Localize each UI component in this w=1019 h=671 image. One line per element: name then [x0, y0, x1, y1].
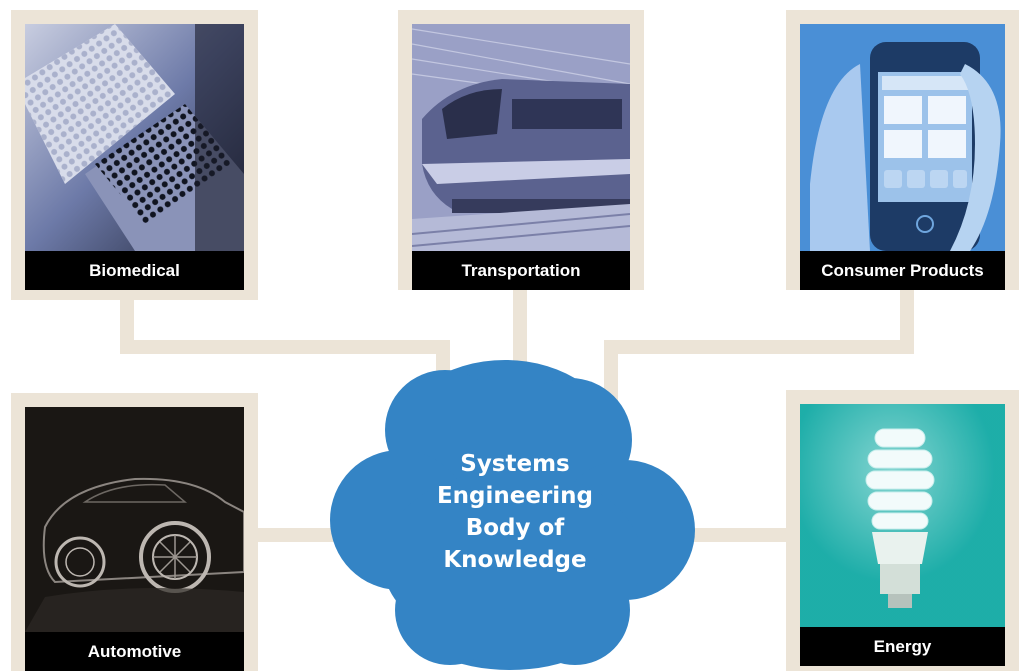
- center-line-1: Systems: [460, 451, 570, 477]
- card-consumer: Consumer Products: [786, 10, 1019, 290]
- center-title: Systems Engineering Body of Knowledge: [415, 448, 615, 576]
- label-automotive: Automotive: [25, 632, 244, 671]
- car-image: [25, 407, 244, 632]
- card-transportation: Transportation: [398, 10, 644, 290]
- center-line-3: Body of: [465, 515, 565, 541]
- label-transportation: Transportation: [412, 251, 630, 290]
- card-biomedical: Biomedical: [11, 10, 258, 300]
- lightbulb-image: [800, 404, 1005, 627]
- center-line-4: Knowledge: [443, 547, 587, 573]
- smartphone-image: [800, 24, 1005, 251]
- label-energy: Energy: [800, 627, 1005, 666]
- card-energy: Energy: [786, 390, 1019, 671]
- center-line-2: Engineering: [436, 483, 594, 509]
- label-biomedical: Biomedical: [25, 251, 244, 290]
- train-image: [412, 24, 630, 251]
- lab-plates-image: [25, 24, 244, 251]
- card-automotive: Automotive: [11, 393, 258, 671]
- label-consumer: Consumer Products: [800, 251, 1005, 290]
